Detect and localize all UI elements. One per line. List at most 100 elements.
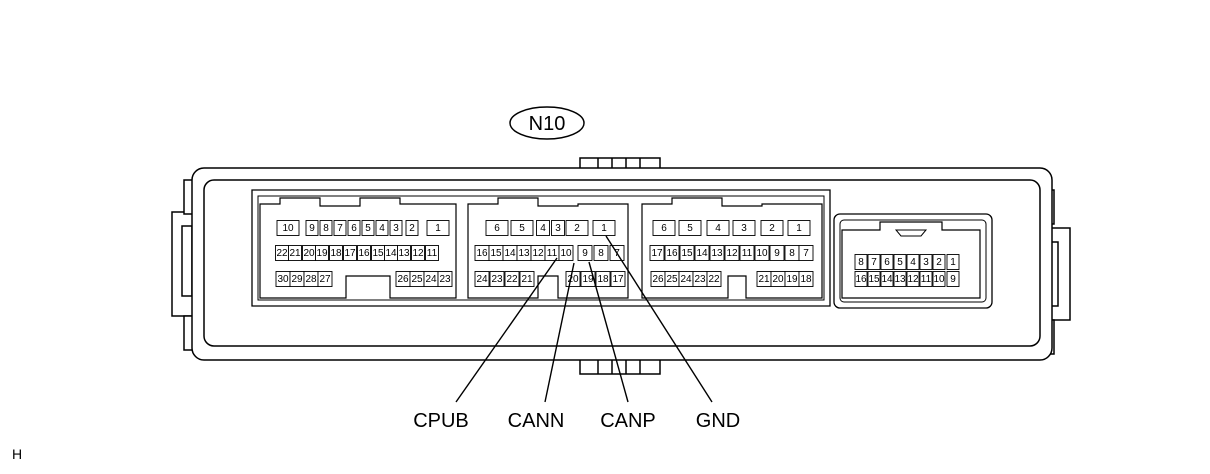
pin-number: 7	[337, 223, 343, 234]
pin-number: 20	[567, 274, 579, 285]
pin-number: 1	[601, 223, 607, 234]
pin-number: 14	[696, 248, 708, 259]
pin-number: 10	[560, 248, 572, 259]
pin-cell	[558, 245, 574, 261]
pin-number: 8	[323, 223, 329, 234]
pin-cell	[317, 271, 333, 287]
pin-cell	[760, 220, 784, 236]
callout-gnd: GND	[696, 410, 740, 432]
pin-number: 26	[397, 274, 409, 285]
pin-number: 7	[803, 248, 809, 259]
pin-number: 9	[582, 248, 588, 259]
pin-cell	[798, 271, 814, 287]
pin-cell	[664, 245, 680, 261]
pin-number: 13	[518, 248, 530, 259]
pin-number: 15	[681, 248, 693, 259]
pin-number: 29	[291, 274, 303, 285]
pin-number: 3	[923, 257, 929, 268]
pin-cell	[724, 245, 740, 261]
pin-cell	[880, 254, 894, 270]
pin-cell	[329, 245, 343, 261]
pin-number: 1	[950, 257, 956, 268]
pin-number: 15	[868, 274, 880, 285]
connector-id-badge: N10	[509, 106, 585, 140]
pin-cell	[867, 271, 881, 287]
pin-number: 5	[519, 223, 525, 234]
pin-cell	[610, 271, 626, 287]
pin-cell	[577, 245, 593, 261]
leader-line	[588, 261, 629, 403]
pin-cell	[510, 220, 534, 236]
pin-cell	[474, 271, 490, 287]
pin-cell	[425, 245, 439, 261]
pin-number: 16	[476, 248, 488, 259]
pin-number: 13	[894, 274, 906, 285]
pin-number: 2	[574, 223, 580, 234]
leader-line	[605, 235, 713, 403]
pin-number: 27	[319, 274, 331, 285]
pin-number: 16	[855, 274, 867, 285]
pin-number: 9	[774, 248, 780, 259]
pin-cell	[426, 220, 450, 236]
pin-cell	[906, 271, 920, 287]
leader-line	[455, 257, 558, 403]
pin-cell	[504, 271, 520, 287]
pin-number: 10	[756, 248, 768, 259]
pin-number: 10	[933, 274, 945, 285]
pin-number: 13	[711, 248, 723, 259]
pin-number: 22	[708, 274, 720, 285]
pin-number: 23	[439, 274, 451, 285]
pin-cell	[305, 220, 319, 236]
pin-number: 5	[687, 223, 693, 234]
pin-number: 23	[491, 274, 503, 285]
pin-cell	[694, 245, 710, 261]
pin-number: 19	[316, 248, 328, 259]
pin-number: 20	[772, 274, 784, 285]
pin-cell	[709, 245, 725, 261]
pin-number: 25	[411, 274, 423, 285]
pin-cell	[319, 220, 333, 236]
pin-number: 3	[741, 223, 747, 234]
pin-cell	[732, 220, 756, 236]
pin-cell	[880, 271, 894, 287]
leader-lines	[455, 235, 713, 403]
pin-cell	[798, 245, 814, 261]
pin-number: 13	[398, 248, 410, 259]
pin-cell	[333, 220, 347, 236]
pin-number: 4	[540, 223, 546, 234]
pin-cell	[389, 220, 403, 236]
pin-number: 18	[800, 274, 812, 285]
callout-cpub: CPUB	[413, 410, 469, 432]
pin-cell	[343, 245, 357, 261]
pin-number: 22	[506, 274, 518, 285]
pin-number: 16	[666, 248, 678, 259]
pin-number: 18	[597, 274, 609, 285]
pin-number: 14	[385, 248, 397, 259]
pin-number: 8	[598, 248, 604, 259]
pin-cell	[397, 245, 411, 261]
pin-number: 6	[884, 257, 890, 268]
key-notch	[894, 229, 928, 237]
pin-number: 1	[435, 223, 441, 234]
pin-number: 25	[666, 274, 678, 285]
block-shell-inner	[839, 219, 987, 303]
pin-cell	[315, 245, 329, 261]
leader-line	[544, 262, 575, 403]
pin-number: 4	[910, 257, 916, 268]
pin-cell	[593, 245, 609, 261]
pin-cell	[906, 254, 920, 270]
pin-number: 6	[661, 223, 667, 234]
pin-cell	[565, 220, 589, 236]
pin-cell	[946, 271, 960, 287]
pin-number: 5	[365, 223, 371, 234]
pin-cell	[679, 245, 695, 261]
connector-id: N10	[529, 113, 566, 135]
pin-number: 24	[425, 274, 437, 285]
pin-cell	[754, 245, 770, 261]
